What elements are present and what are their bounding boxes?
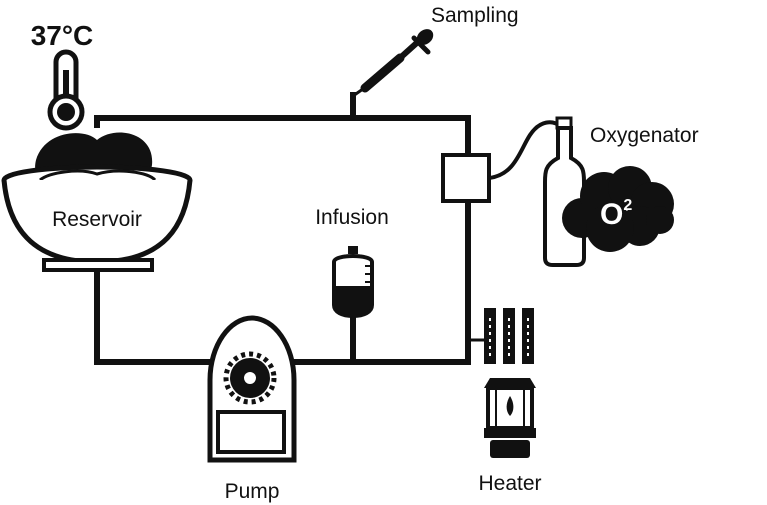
lantern-heater-icon: [484, 378, 536, 458]
infusion-label: Infusion: [315, 206, 389, 229]
reservoir-label: Reservoir: [52, 208, 142, 231]
oxygen-cloud-icon: [562, 166, 674, 252]
heater-label: Heater: [478, 472, 541, 495]
oxygenator-label: Oxygenator: [590, 124, 699, 147]
pipette-icon: [351, 29, 434, 98]
thermometer-icon: [47, 49, 85, 131]
temperature-label: 37°C: [31, 20, 94, 51]
tubing-top-right: [94, 115, 471, 365]
pump-gear-icon: [223, 351, 277, 405]
tubing-bottom-left: [94, 267, 228, 365]
sampling-label: Sampling: [431, 4, 519, 27]
reservoir-bowl-icon: [1, 132, 193, 272]
infusion-bag-icon: [332, 246, 374, 319]
oxygenator-connector: [441, 153, 491, 203]
tubing-circuit: [94, 92, 471, 365]
pump-icon: [207, 315, 297, 463]
pump-label: Pump: [225, 480, 280, 503]
heater-fins-icon: [468, 308, 534, 364]
oxygen-symbol: O2: [600, 197, 632, 231]
oxygen-supply-tube: [488, 120, 562, 180]
oxygen-bottle-icon: [543, 116, 586, 267]
